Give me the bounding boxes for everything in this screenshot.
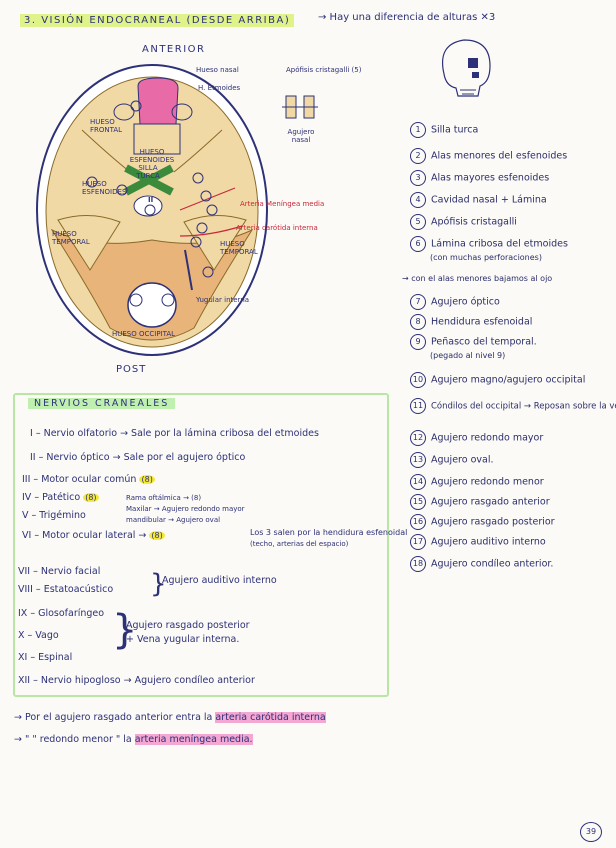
- brace-icon: }: [112, 607, 138, 653]
- nerve-brace-text: Agujero rasgado posterior: [126, 620, 250, 631]
- label-etmoides: H. Etmoides: [198, 84, 241, 92]
- nerve-row: X – Vago: [18, 630, 59, 641]
- skull-base-diagram: [36, 64, 268, 356]
- nerve-row: V – Trigémino: [22, 510, 86, 521]
- page-number: 39: [580, 822, 602, 842]
- label-yugular: Yugular interna: [196, 296, 250, 304]
- label-silla-turca: SILLA TURCA: [136, 164, 160, 180]
- nerve-note: (techo, arterias del espacio): [250, 540, 349, 548]
- trigemino-sub: Maxilar → Agujero redondo mayor: [126, 505, 245, 513]
- highlight-meningea: arteria meníngea media.: [134, 734, 253, 745]
- label-hueso-nasal: Hueso nasal: [196, 66, 239, 74]
- nerve-brace-text: + Vena yugular interna.: [126, 634, 240, 645]
- footer-line-2: → " " redondo menor " la arteria menínge…: [14, 734, 253, 745]
- label-temporal-right: HUESO TEMPORAL: [220, 240, 258, 256]
- mark-8: (8): [149, 531, 165, 540]
- post-label: POST: [116, 364, 147, 375]
- nerve-row: VII – Nervio facial: [18, 566, 101, 577]
- label-occipital: HUESO OCCIPITAL: [112, 330, 176, 338]
- brace-icon: }: [150, 569, 167, 599]
- nerve-row: XI – Espinal: [18, 652, 73, 663]
- nerve-row: IX – Glosofaríngeo: [18, 608, 105, 619]
- nerve-row: VI – Motor ocular lateral → (8): [22, 530, 165, 541]
- nerve-row: IV – Patético (8): [22, 492, 99, 503]
- nerve-row: III – Motor ocular común (8): [22, 474, 155, 485]
- nerve-row: II – Nervio óptico → Sale por el agujero…: [30, 452, 246, 463]
- nasal-bracket-diagram: [282, 95, 318, 119]
- nerves-title: NERVIOS CRANEALES: [28, 398, 176, 409]
- nerve-row: XII – Nervio hipogloso → Agujero condíle…: [18, 675, 255, 686]
- label-arteria-meningea: Arteria Meníngea media: [240, 200, 325, 208]
- nerve-note: Los 3 salen por la hendidura esfenoidal: [250, 528, 408, 537]
- label-esfenoides-left: HUESO ESFENOIDES: [82, 180, 127, 196]
- page-title: 3. VISIÓN ENDOCRANEAL (DESDE ARRIBA): [20, 14, 295, 27]
- highlight-carotida: arteria carótida interna: [215, 712, 326, 723]
- label-apofisis: Apófisis cristagalli (5): [286, 66, 362, 74]
- list-note: → con el alas menores bajamos al ojo: [402, 274, 553, 283]
- trigemino-sub: Rama oftálmica → (8): [126, 494, 202, 502]
- label-arteria-carotida: Arteria carótida interna: [236, 224, 318, 232]
- mark-8: (8): [83, 493, 99, 502]
- label-agujero-nasal: Agujero nasal: [287, 128, 315, 144]
- label-roman-two: II: [148, 196, 154, 204]
- cranial-nerves-box: [13, 393, 389, 697]
- trigemino-sub: mandibular → Agujero oval: [126, 516, 221, 524]
- label-temporal-left: HUESO TEMPORAL: [52, 230, 90, 246]
- title-note: → Hay una diferencia de alturas ✕3: [318, 12, 496, 23]
- footer-line-1: → Por el agujero rasgado anterior entra …: [14, 712, 326, 723]
- label-frontal: HUESO FRONTAL: [90, 118, 123, 134]
- anterior-label: ANTERIOR: [142, 44, 206, 55]
- skull-icon: [442, 39, 491, 97]
- nerve-row: VIII – Estatoacústico: [18, 584, 114, 595]
- label-esfenoides: HUESO ESFENOIDES: [129, 148, 175, 164]
- mark-8: (8): [139, 475, 155, 484]
- nerve-brace-text: Agujero auditivo interno: [162, 575, 277, 586]
- nerve-row: I – Nervio olfatorio → Sale por la lámin…: [30, 428, 319, 439]
